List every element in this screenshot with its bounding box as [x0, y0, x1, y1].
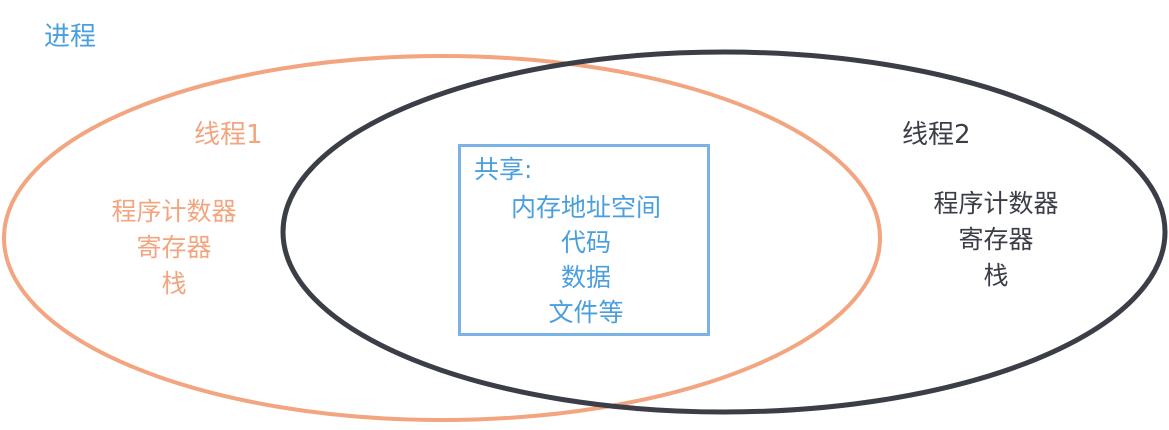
shared-box: [458, 144, 710, 336]
shared-item: 文件等: [548, 298, 624, 327]
shared-item: 数据: [560, 263, 611, 292]
thread1-title: 线程1: [194, 120, 263, 150]
thread2-item: 栈: [983, 261, 1009, 290]
thread2-item: 寄存器: [958, 225, 1034, 254]
thread2-ellipse: [280, 49, 1168, 415]
shared-title: 共享:: [474, 155, 533, 184]
shared-item: 代码: [560, 228, 611, 257]
thread2-title: 线程2: [902, 120, 971, 150]
thread1-item-list: 程序计数器 寄存器 栈: [88, 194, 260, 302]
thread1-ellipse: [2, 54, 882, 422]
shared-item-list: 内存地址空间 代码 数据 文件等: [470, 190, 702, 330]
thread1-item: 寄存器: [136, 233, 212, 262]
thread1-item: 栈: [161, 269, 187, 298]
thread1-item: 程序计数器: [111, 197, 237, 226]
process-title: 进程: [44, 22, 97, 52]
shared-item: 内存地址空间: [510, 193, 661, 222]
thread2-item: 程序计数器: [933, 189, 1059, 218]
thread2-item-list: 程序计数器 寄存器 栈: [910, 186, 1082, 294]
